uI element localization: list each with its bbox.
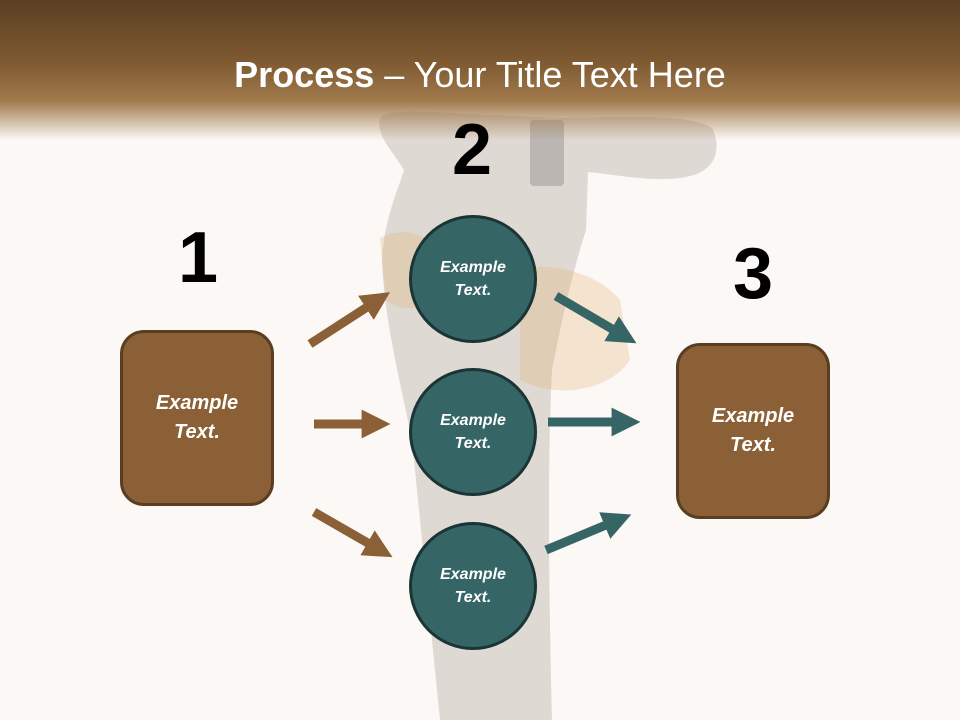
step-2-circle-3: Example Text. — [409, 522, 537, 650]
arrow-right-up — [553, 292, 637, 344]
step-3-text: Example Text. — [711, 405, 795, 456]
step-1-text: Example Text. — [155, 392, 239, 443]
step-2-number: 2 — [451, 110, 493, 190]
step-2-circle-1-text: Example Text. — [440, 259, 506, 299]
title-rest: – Your Title Text Here — [374, 54, 726, 95]
step-2-circle-2: Example Text. — [409, 368, 537, 496]
title-bold: Process — [234, 54, 375, 95]
step-2-circle-3-text: Example Text. — [440, 566, 506, 606]
step-3-number: 3 — [732, 234, 774, 314]
arrow-right-down — [544, 512, 632, 555]
step-2-circle-2-text: Example Text. — [440, 412, 506, 452]
arrow-left-up — [307, 292, 391, 348]
step-1-box: Example Text. — [120, 330, 274, 506]
title-bar — [0, 0, 960, 140]
arrow-left-down — [311, 508, 393, 558]
step-3-box: Example Text. — [676, 343, 830, 519]
page-title: Process – Your Title Text Here — [0, 52, 960, 98]
step-1-number: 1 — [177, 218, 219, 298]
step-2-circle-1: Example Text. — [409, 215, 537, 343]
